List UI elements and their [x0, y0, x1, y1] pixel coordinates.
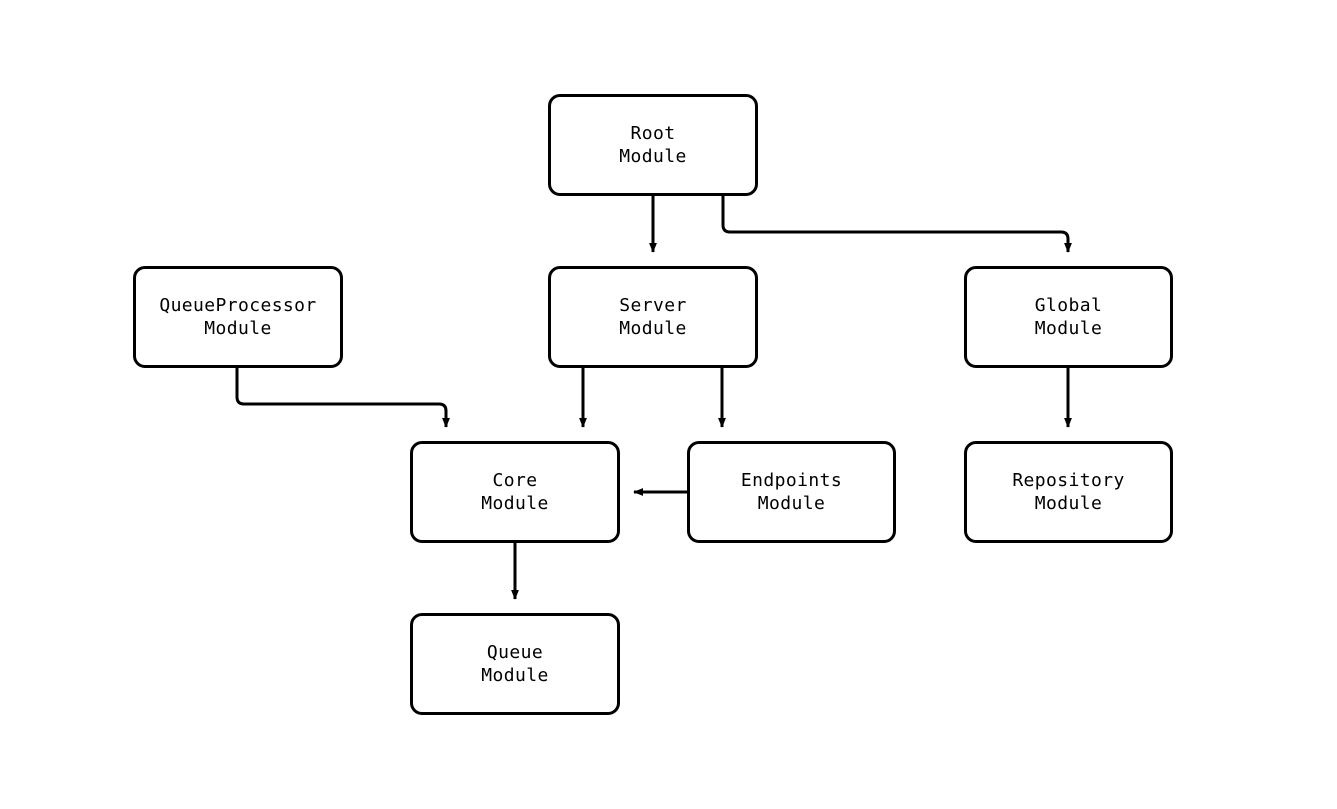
edge-queueprocessor-to-core	[235, 368, 450, 428]
node-queue-module-line2: Module	[481, 665, 549, 686]
node-queue-module[interactable]: Queue Module	[410, 613, 620, 715]
node-server-module[interactable]: Server Module	[548, 266, 758, 368]
edge-root-to-global	[721, 196, 1072, 253]
node-queueprocessor-module-line2: Module	[204, 318, 272, 339]
node-queueprocessor-module-line1: QueueProcessor	[159, 295, 317, 316]
node-root-module[interactable]: Root Module	[548, 94, 758, 196]
node-endpoints-module[interactable]: Endpoints Module	[687, 441, 896, 543]
node-endpoints-module-line1: Endpoints	[740, 470, 843, 491]
node-core-module-line2: Module	[481, 493, 549, 514]
node-server-module-line2: Module	[619, 318, 687, 339]
node-root-module-line1: Root	[630, 123, 676, 144]
node-repository-module-line2: Module	[1034, 493, 1103, 514]
node-core-module[interactable]: Core Module	[410, 441, 620, 543]
node-global-module[interactable]: Global Module	[964, 266, 1173, 368]
node-endpoints-module-line2: Module	[757, 493, 826, 514]
node-queue-module-line1: Queue	[486, 642, 544, 663]
node-server-module-line1: Server	[619, 295, 687, 316]
node-global-module-line1: Global	[1034, 295, 1103, 316]
node-repository-module[interactable]: Repository Module	[964, 441, 1173, 543]
node-repository-module-line1: Repository	[1012, 470, 1125, 491]
node-global-module-line2: Module	[1034, 318, 1103, 339]
node-root-module-line2: Module	[619, 146, 687, 167]
node-queueprocessor-module[interactable]: QueueProcessor Module	[133, 266, 343, 368]
node-core-module-line1: Core	[492, 470, 538, 491]
